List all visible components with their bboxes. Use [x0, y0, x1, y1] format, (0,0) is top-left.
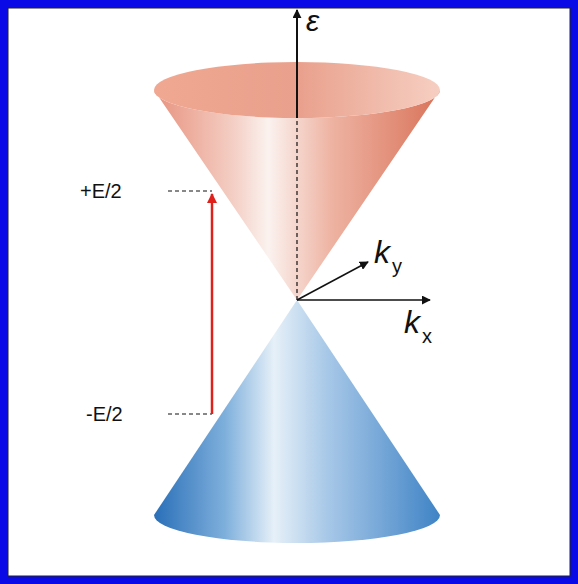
transition-arrow — [211, 194, 214, 414]
kx-axis — [297, 299, 430, 301]
energy-label: -E/2 — [86, 404, 123, 424]
axis-subscript: y — [392, 256, 402, 276]
axis-label: ε — [306, 6, 319, 36]
level-leader — [168, 191, 212, 192]
axis-label: k — [404, 306, 420, 338]
axis-subscript: x — [422, 326, 432, 346]
energy-axis — [296, 10, 298, 118]
valence-cone — [154, 300, 440, 543]
ky-axis — [297, 262, 368, 300]
hidden-axis — [296, 118, 297, 300]
axis-label: k — [374, 236, 390, 268]
energy-label: +E/2 — [80, 181, 122, 201]
white-panel — [8, 8, 570, 576]
conduction-cone — [154, 90, 440, 300]
level-leader — [168, 414, 212, 415]
